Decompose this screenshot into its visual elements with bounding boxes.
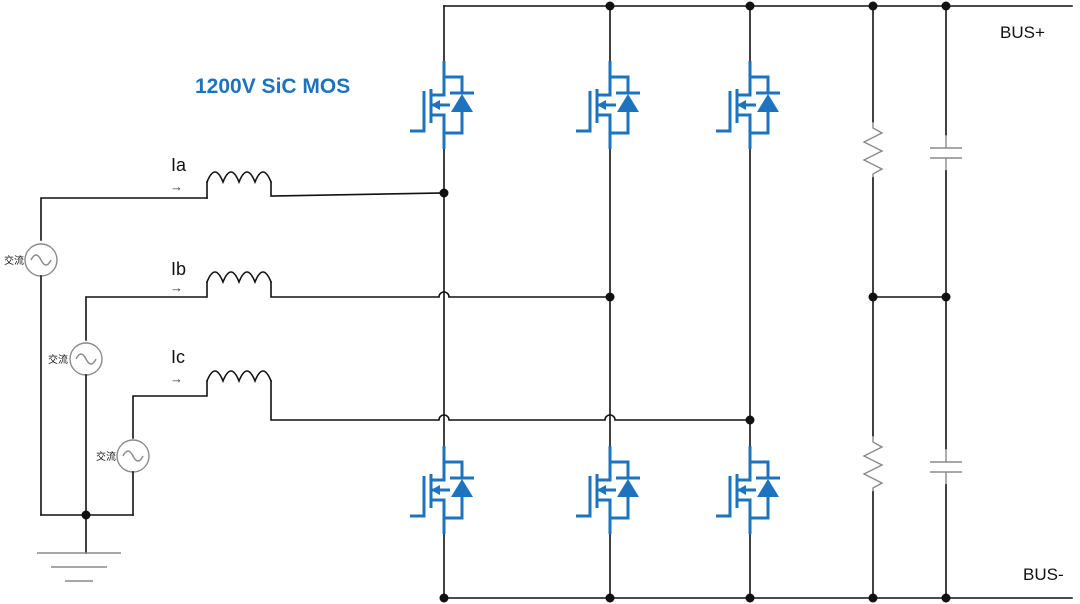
phase-c-output-wire [270,380,751,421]
phase-a-input-wire [40,197,208,241]
inductor-c [206,370,272,382]
title-label: 1200V SiC MOS [195,75,350,98]
mosfet-c-low [714,444,782,536]
inductor-a [206,171,272,183]
phase-c-input-wire [132,380,208,439]
inductor-b [206,271,272,283]
phase-a-output-wire [270,181,445,197]
resistor-lower [863,435,883,493]
ac-source-c [116,439,150,473]
ac-source-a [24,243,58,277]
source-a-label: 交流 [4,254,24,267]
phase-b-current-label: Ib [171,259,186,279]
phase-b-output-wire [270,281,611,298]
bus-positive-label: BUS+ [1000,23,1045,42]
bus-negative-label: BUS- [1023,565,1064,584]
mosfet-b-high [574,59,642,151]
source-c-label: 交流 [96,450,116,463]
mosfet-a-high [408,59,476,151]
phase-c-arrow-icon: → [170,371,183,386]
capacitor-upper [929,134,963,172]
phase-a-current-label: Ia [171,155,187,175]
ground-icon [37,552,121,582]
resistor-upper [863,121,883,179]
mosfet-b-low [574,444,642,536]
mosfet-a-low [408,444,476,536]
source-b-label: 交流 [48,353,68,366]
phase-b-input-wire [85,281,208,341]
phase-a-arrow-icon: → [170,179,183,194]
capacitor-lower [929,448,963,486]
ac-source-b [69,342,103,376]
junction-nodes [81,1,951,603]
phase-b-arrow-icon: → [170,280,183,295]
mosfet-c-high [714,59,782,151]
phase-c-current-label: Ic [171,347,185,367]
